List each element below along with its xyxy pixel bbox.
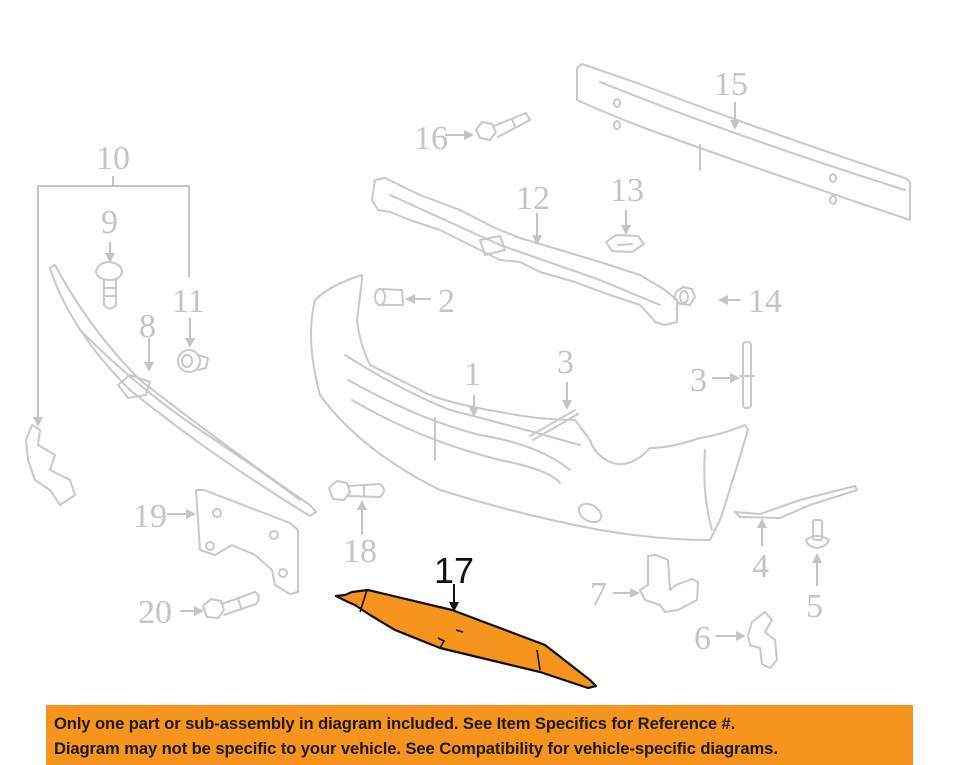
callout-20: 20	[138, 594, 172, 631]
part-5-screw	[805, 519, 830, 549]
part-19-plate-bracket	[195, 489, 299, 595]
part-17-highlighted	[334, 584, 598, 690]
callout-17-highlighted: 17	[434, 550, 475, 591]
disclaimer-line-2: Diagram may not be specific to your vehi…	[54, 739, 778, 758]
part-18-bolt	[328, 480, 385, 501]
part-2-pad	[374, 288, 404, 306]
part-1-bumper-cover	[310, 274, 749, 541]
part-9-push-clip	[95, 261, 123, 310]
callout-3a: 3	[557, 344, 574, 381]
part-6-clip	[747, 611, 778, 669]
part-20-bolt	[202, 591, 260, 619]
part-7-bracket	[639, 554, 699, 613]
callout-15: 15	[714, 66, 748, 103]
callout-19: 19	[133, 498, 167, 535]
callout-4: 4	[752, 548, 769, 585]
callout-12: 12	[516, 180, 550, 217]
disclaimer-line-1: Only one part or sub-assembly in diagram…	[54, 714, 736, 733]
part-10-bracket	[25, 424, 76, 506]
callout-11: 11	[172, 283, 205, 320]
callout-1: 1	[464, 356, 481, 393]
callout-5: 5	[806, 588, 823, 625]
part-12-bracket	[371, 177, 678, 326]
callout-8: 8	[139, 308, 156, 345]
callout-14: 14	[748, 283, 782, 320]
disclaimer-banner: Only one part or sub-assembly in diagram…	[46, 705, 913, 765]
callout-13: 13	[610, 172, 644, 209]
callout-9: 9	[101, 204, 118, 241]
part-11-grommet	[177, 349, 209, 373]
part-4-strip	[734, 485, 858, 519]
callout-3b: 3	[690, 362, 707, 399]
part-8-molding	[49, 264, 317, 517]
callout-2: 2	[438, 283, 455, 320]
part-3-pin-b	[739, 341, 755, 409]
part-16-bolt	[475, 112, 531, 141]
part-3-pin-a	[529, 409, 579, 441]
part-15-reinforcement	[576, 63, 911, 221]
callout-6: 6	[694, 620, 711, 657]
callout-7: 7	[590, 576, 607, 613]
callout-18: 18	[343, 533, 377, 570]
part-14-nut	[673, 286, 696, 306]
part-13-clip	[605, 234, 645, 253]
callout-10: 10	[96, 140, 130, 177]
callout-16: 16	[414, 120, 448, 157]
